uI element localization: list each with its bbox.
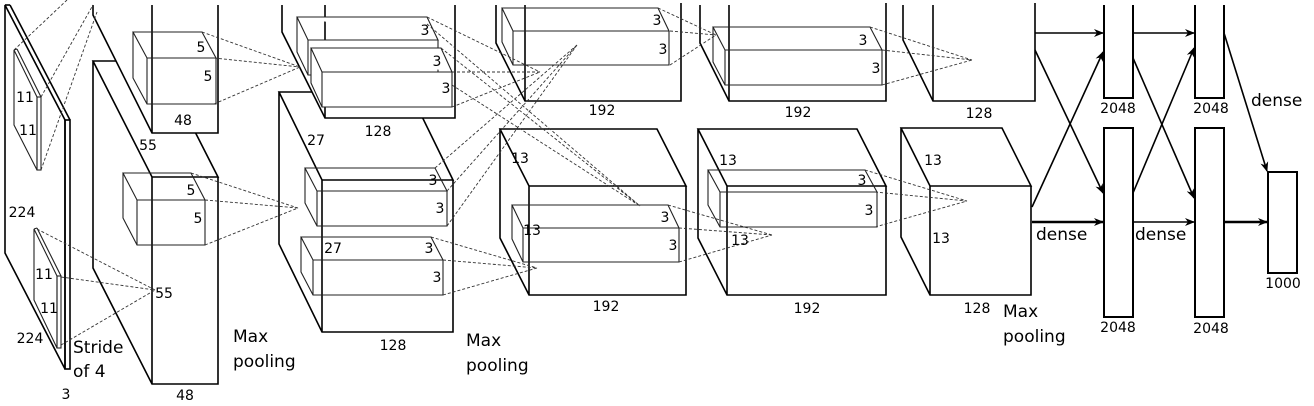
pool1-label-line2: pooling	[233, 352, 296, 372]
conv2-kernel-bottom-1	[304, 167, 448, 227]
fc-labels: 2048 2048 2048 2048 1000 dense dense den…	[1036, 91, 1302, 337]
conv1-top-kernel-h: 5	[197, 40, 206, 56]
fc7-top-size: 2048	[1193, 101, 1229, 117]
conv4-top-k2: 3	[872, 61, 881, 77]
pool1-label-line1: Max	[233, 327, 268, 347]
conv3-bottom-size: 13	[511, 151, 529, 167]
conv2-bottom-k1b: 3	[436, 201, 445, 217]
conv5-bottom-depth: 128	[964, 301, 991, 317]
fc6-bottom-size: 2048	[1100, 320, 1136, 336]
conv2-top-k1: 3	[421, 23, 430, 39]
pool2-label-line1: Max	[466, 331, 501, 351]
fc6-bottom	[1103, 127, 1134, 318]
conv2-bottom-depth: 128	[380, 338, 407, 354]
fc7-bottom-size: 2048	[1193, 321, 1229, 337]
stride-label-line2: of 4	[73, 362, 106, 382]
input-width-label: 224	[17, 331, 44, 347]
conv4-top-depth: 192	[785, 105, 812, 121]
conv4-bottom-k1: 3	[858, 173, 867, 189]
conv1-labels: 5 5 48 55 5 5 55 48 Max pooling	[139, 40, 296, 404]
conv4-top-block	[699, 3, 887, 102]
dense-label-2: dense	[1135, 225, 1186, 245]
conv3-kernel-top	[501, 7, 670, 66]
input-kernel-bottom-h: 11	[35, 267, 53, 283]
conv3-top-block	[495, 3, 682, 102]
conv5-labels: 128 13 13 128 Max pooling	[924, 106, 1066, 347]
input-kernel-top-h: 11	[16, 90, 34, 106]
conv5-bottom-size2: 13	[932, 231, 950, 247]
conv3-top-k1: 3	[653, 13, 662, 29]
conv4-kernel-bottom	[707, 169, 878, 228]
conv1-top-kernel-w: 5	[204, 69, 213, 85]
input-depth-label: 3	[62, 387, 71, 403]
conv4-bottom-size2: 13	[731, 233, 749, 249]
conv3-top-k2: 3	[659, 42, 668, 58]
conv2-top-k3: 3	[442, 81, 451, 97]
conv2-bottom-k2a: 3	[425, 241, 434, 257]
input-kernel-bottom-w: 11	[40, 301, 58, 317]
dense-label-3: dense	[1251, 91, 1302, 111]
conv3-top-depth: 192	[589, 103, 616, 119]
conv3-bottom-size2: 13	[523, 223, 541, 239]
conv3-bottom-depth: 192	[593, 299, 620, 315]
conv5-bottom-size: 13	[924, 153, 942, 169]
input-layer	[4, 4, 71, 370]
conv3-bottom-k2: 3	[669, 238, 678, 254]
input-kernel-bottom	[33, 227, 62, 349]
conv2-top-k2: 3	[433, 54, 442, 70]
conv1-top-block	[92, 0, 219, 134]
conv4-bottom-size: 13	[719, 153, 737, 169]
conv4-bottom-k2: 3	[865, 203, 874, 219]
conv2-labels: 3 3 3 128 27 3 3 27 3 3 128 Max pooling	[307, 23, 529, 376]
conv4-labels: 3 3 192 13 13 3 3 192	[719, 33, 880, 317]
conv1-bottom-size: 55	[155, 286, 173, 302]
stride-label-line1: Stride	[73, 338, 123, 358]
conv2-top-size: 27	[307, 133, 325, 149]
input-labels: 11 11 224 11 11 224 3 Stride of 4	[9, 90, 124, 403]
output-layer	[1267, 171, 1298, 274]
conv1-bottom-kernel-h: 5	[187, 183, 196, 199]
conv3-bottom-k1: 3	[661, 210, 670, 226]
conv3-bottom-block	[498, 128, 688, 296]
pool2-label-line2: pooling	[466, 356, 529, 376]
input-kernel-top-w: 11	[19, 123, 37, 139]
conv2-bottom-size: 27	[324, 241, 342, 257]
conv4-bottom-block	[696, 128, 888, 296]
conv5-top-block	[902, 3, 1036, 102]
receptive-field-lines	[13, 0, 973, 346]
pool5-label-line1: Max	[1003, 302, 1038, 322]
conv2-top-depth: 128	[365, 124, 392, 140]
conv5-bottom-block	[899, 127, 1033, 296]
conv4-top-k1: 3	[859, 33, 868, 49]
conv3-labels: 3 3 192 13 13 3 3 192	[511, 13, 677, 315]
fc6-top	[1103, 5, 1134, 99]
input-kernel-top	[13, 48, 42, 171]
dense-arrows	[1031, 29, 1269, 226]
conv1-bottom-kernel-w: 5	[194, 211, 203, 227]
conv1-top-depth: 48	[174, 113, 192, 129]
conv1-top-size: 55	[139, 138, 157, 154]
conv2-bottom-k2b: 3	[433, 270, 442, 286]
dense-label-1: dense	[1036, 225, 1087, 245]
input-height-label: 224	[9, 205, 36, 221]
conv5-top-depth: 128	[966, 106, 993, 122]
fc7-bottom	[1194, 127, 1225, 318]
fc6-top-size: 2048	[1100, 101, 1136, 117]
fc7-top	[1194, 5, 1225, 99]
pool5-label-line2: pooling	[1003, 327, 1066, 347]
conv1-bottom-depth: 48	[176, 388, 194, 404]
conv2-bottom-k1a: 3	[429, 173, 438, 189]
conv4-kernel-top	[712, 26, 883, 86]
output-size: 1000	[1265, 276, 1301, 292]
conv4-bottom-depth: 192	[794, 301, 821, 317]
